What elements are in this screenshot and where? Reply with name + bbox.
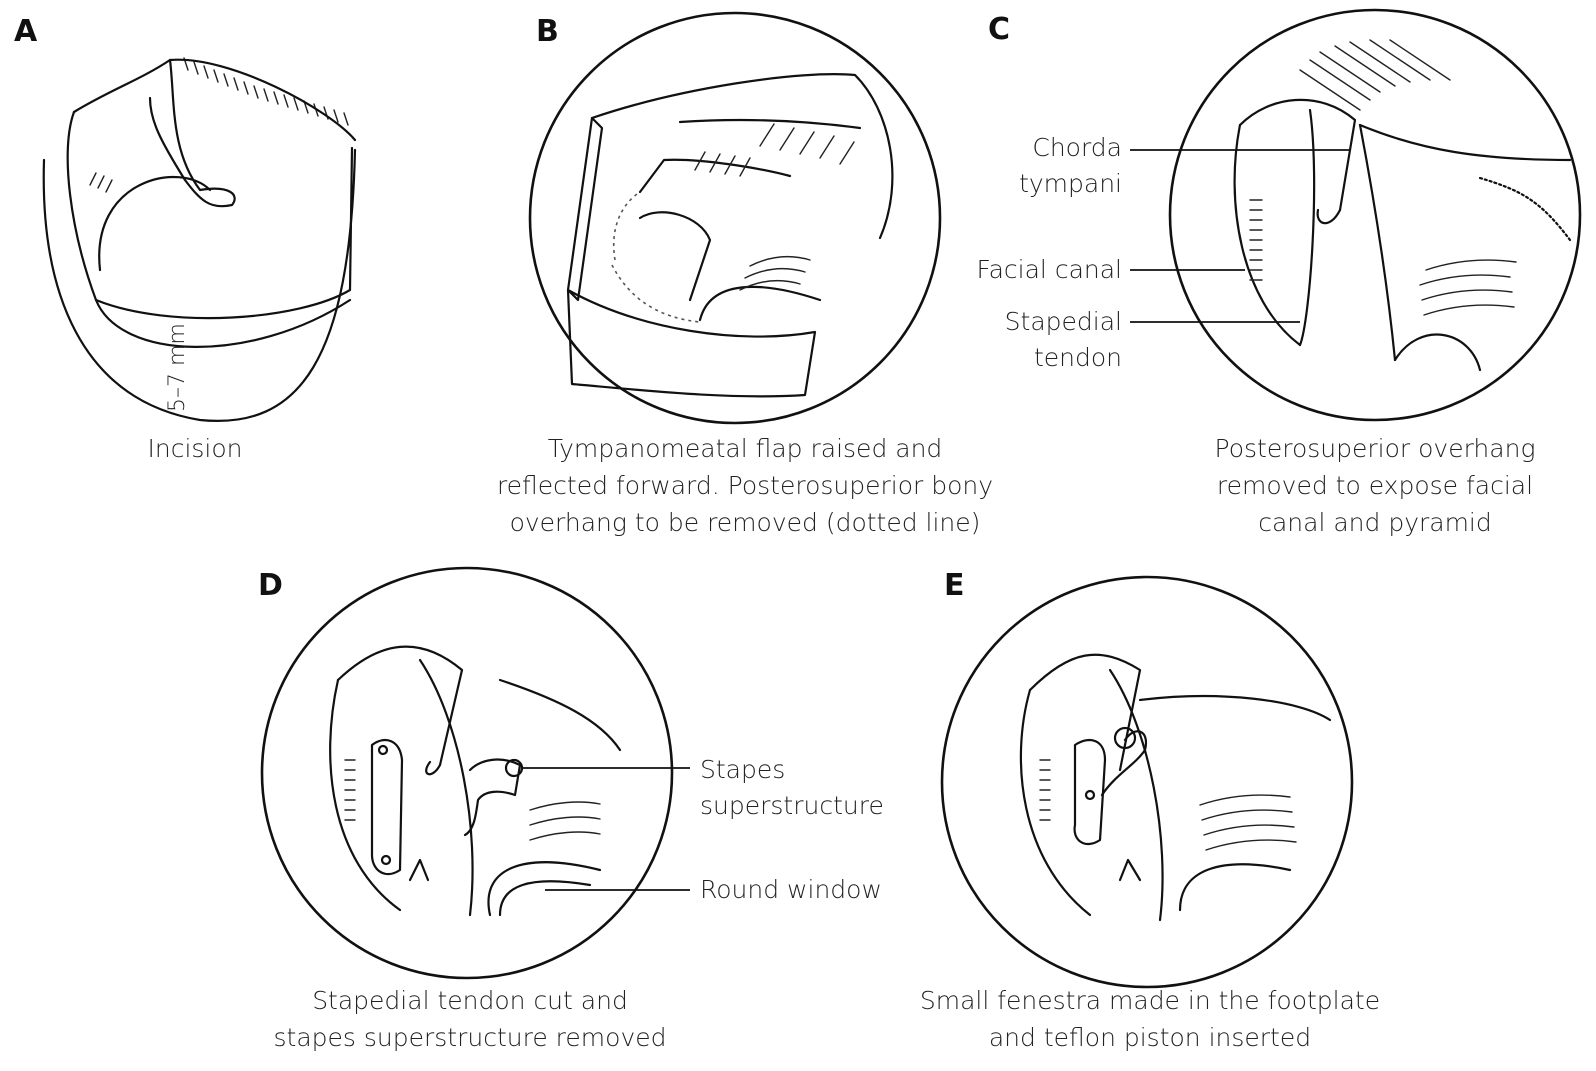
panel-a-letter: A: [14, 14, 37, 49]
panel-a-drawing: [44, 58, 355, 421]
stapes-superstructure-label: Stapes superstructure: [700, 752, 920, 824]
panel-e-letter: E: [944, 568, 965, 603]
caption-line: Posterosuperior overhang: [1190, 430, 1560, 467]
panel-b-scope-ring: [530, 13, 940, 423]
caption-line: Small fenestra made in the footplate: [900, 982, 1400, 1019]
caption-line: canal and pyramid: [1190, 504, 1560, 541]
label-line: Facial canal: [940, 252, 1122, 288]
panel-a-caption: Incision: [100, 430, 290, 467]
caption-line: reflected forward. Posterosuperior bony: [470, 467, 1020, 504]
caption-line: stapes superstructure removed: [220, 1019, 720, 1056]
caption-line: and teflon piston inserted: [900, 1019, 1400, 1056]
panel-d-letter: D: [258, 568, 283, 603]
caption-line: overhang to be removed (dotted line): [470, 504, 1020, 541]
panel-b-letter: B: [536, 14, 559, 49]
panel-c-caption: Posterosuperior overhang removed to expo…: [1190, 430, 1560, 541]
label-line: superstructure: [700, 788, 920, 824]
panel-e-drawing: [942, 577, 1352, 987]
panel-d-scope-ring: [262, 568, 672, 978]
panel-e-scope-ring: [942, 577, 1352, 987]
panel-b-drawing: [530, 13, 940, 423]
panel-d-drawing: [262, 568, 690, 978]
caption-line: Tympanomeatal flap raised and: [470, 430, 1020, 467]
label-line: Stapedial: [980, 304, 1122, 340]
label-line: tympani: [1000, 166, 1122, 202]
panel-e-caption: Small fenestra made in the footplate and…: [900, 982, 1400, 1056]
label-line: Stapes: [700, 752, 920, 788]
caption-line: removed to expose facial: [1190, 467, 1560, 504]
panel-c-drawing: [1130, 10, 1580, 420]
stapedial-tendon-label: Stapedial tendon: [980, 304, 1122, 376]
caption-line: Incision: [100, 430, 290, 467]
label-line: tendon: [980, 340, 1122, 376]
caption-line: Stapedial tendon cut and: [220, 982, 720, 1019]
label-line: Round window: [700, 872, 920, 908]
panel-b-caption: Tympanomeatal flap raised and reflected …: [470, 430, 1020, 541]
incision-measure-label: 5–7 mm: [160, 322, 196, 412]
label-line: Chorda: [1000, 130, 1122, 166]
panel-d-caption: Stapedial tendon cut and stapes superstr…: [220, 982, 720, 1056]
round-window-label: Round window: [700, 872, 920, 908]
panel-c-letter: C: [988, 12, 1010, 47]
facial-canal-label: Facial canal: [940, 252, 1122, 288]
chorda-tympani-label: Chorda tympani: [1000, 130, 1122, 202]
